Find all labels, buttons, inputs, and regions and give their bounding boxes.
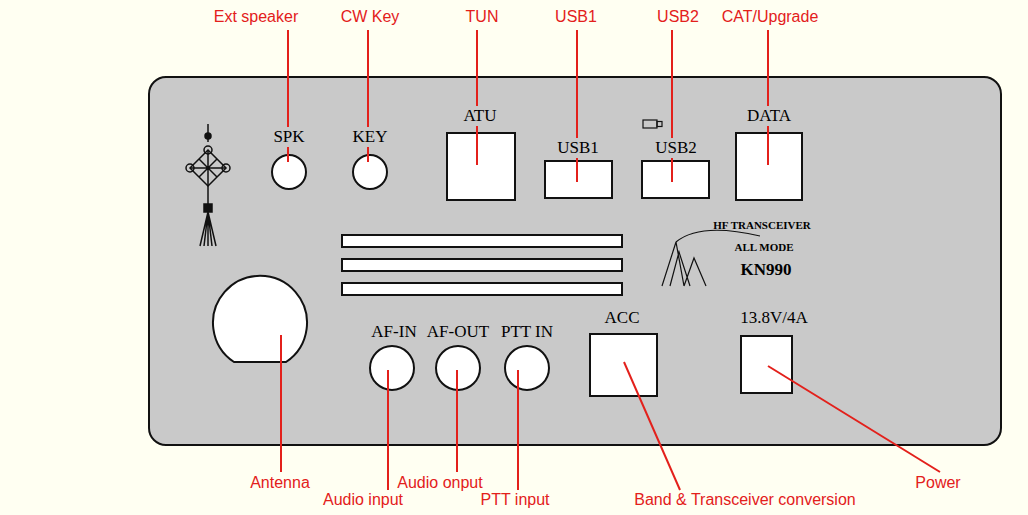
port-name: USB2: [653, 138, 699, 158]
port-name: ACC: [603, 308, 642, 328]
callout-label: CAT/Upgrade: [720, 8, 821, 26]
port-name: KEY: [351, 127, 390, 147]
logo-text: ALL MODE: [733, 241, 796, 254]
port-name: AF-OUT: [425, 322, 491, 342]
callout-label: USB2: [655, 8, 701, 26]
callout-label: TUN: [464, 8, 501, 26]
callout-label: Audio onput: [395, 474, 484, 492]
port-name: ATU: [461, 106, 498, 126]
callout-label: PTT input: [478, 491, 551, 509]
callout-label: Ext speaker: [212, 8, 300, 26]
logo-text: HF TRANSCEIVER: [711, 219, 813, 232]
callout-label: USB1: [553, 8, 599, 26]
callout-label: Band & Transceiver conversion: [632, 491, 857, 509]
callout-label: Power: [913, 474, 962, 492]
callout-label: Audio input: [321, 491, 405, 509]
port-name: PTT IN: [499, 322, 555, 342]
port-name: 13.8V/4A: [738, 308, 810, 328]
callout-label: CW Key: [339, 8, 402, 26]
port-name: DATA: [745, 106, 793, 126]
model-name: KN990: [739, 260, 794, 280]
port-name: AF-IN: [369, 322, 418, 342]
port-name: SPK: [271, 127, 306, 147]
port-name: USB1: [555, 138, 601, 158]
callout-label: Antenna: [248, 474, 312, 492]
